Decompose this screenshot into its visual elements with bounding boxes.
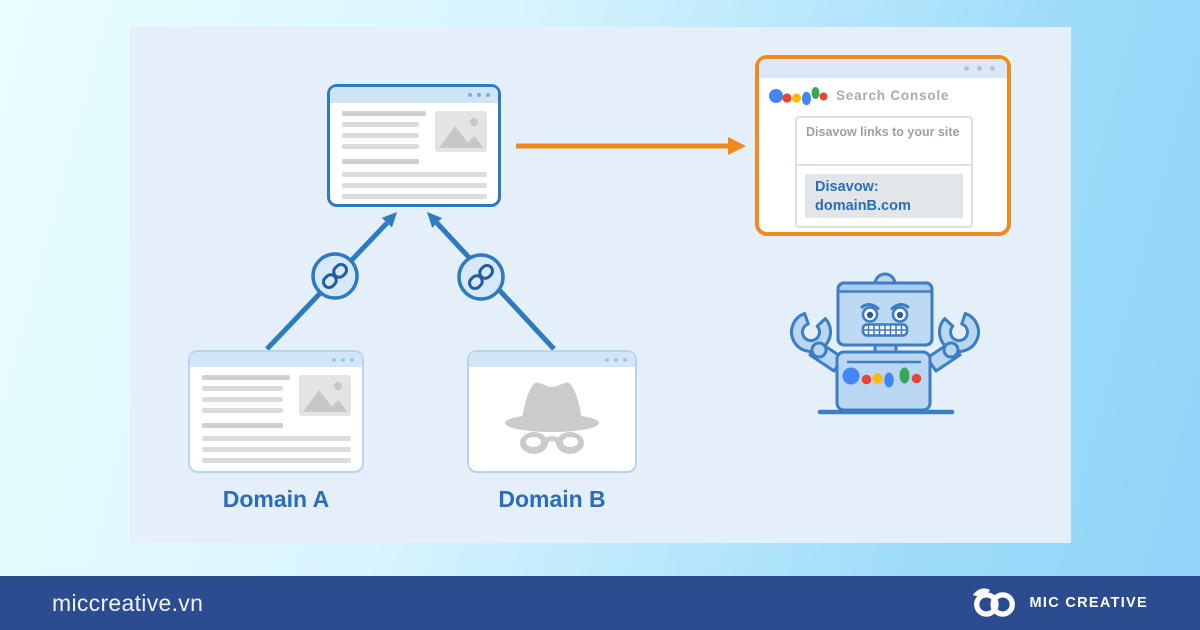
domain-b-window <box>467 350 637 473</box>
search-console-window: Search Console Disavow links to your sit… <box>755 55 1011 236</box>
domain-a-window <box>188 350 364 473</box>
domain-a-label: Domain A <box>222 486 330 512</box>
window-titlebar <box>759 59 1007 78</box>
window-dot <box>964 66 969 71</box>
window-dot <box>468 93 472 97</box>
window-titlebar <box>190 352 362 367</box>
window-dot <box>477 93 481 97</box>
brand-logo: MIC CREATIVE <box>970 586 1148 621</box>
diagram-arrows <box>265 137 746 351</box>
target-site-window <box>327 84 501 207</box>
window-titlebar <box>330 87 498 103</box>
link-icon <box>457 253 505 301</box>
diagram-card: Search Console Disavow links to your sit… <box>130 27 1071 543</box>
brand-name: MIC CREATIVE <box>1029 595 1148 611</box>
incognito-icon <box>505 382 599 454</box>
window-titlebar <box>469 352 635 367</box>
search-console-title: Search Console <box>836 87 950 103</box>
disavow-panel-label: Disavow links to your site <box>797 118 971 166</box>
link-icon <box>311 252 359 300</box>
googlebot-icon <box>790 272 980 415</box>
window-dot <box>486 93 490 97</box>
image-placeholder-icon <box>299 375 351 416</box>
infinity-logo-icon <box>972 587 1015 617</box>
window-dot <box>350 357 354 362</box>
disavow-panel: Disavow links to your site Disavow: doma… <box>795 116 973 228</box>
domain-b-label: Domain B <box>498 486 606 512</box>
window-dot <box>990 66 995 71</box>
window-dot <box>977 66 982 71</box>
disavow-entry: Disavow: domainB.com <box>805 174 963 218</box>
window-dot <box>341 357 345 362</box>
window-dot <box>614 357 618 362</box>
window-dot <box>605 357 609 362</box>
window-dot <box>623 357 627 362</box>
disavow-arrow <box>516 137 746 155</box>
image-placeholder-icon <box>435 111 487 152</box>
footer-bar: miccreative.vn MIC CREATIVE <box>0 576 1200 630</box>
window-dot <box>332 357 336 362</box>
website-url: miccreative.vn <box>52 589 204 616</box>
google-logo-icon <box>769 87 828 106</box>
google-dots-icon <box>842 367 922 388</box>
